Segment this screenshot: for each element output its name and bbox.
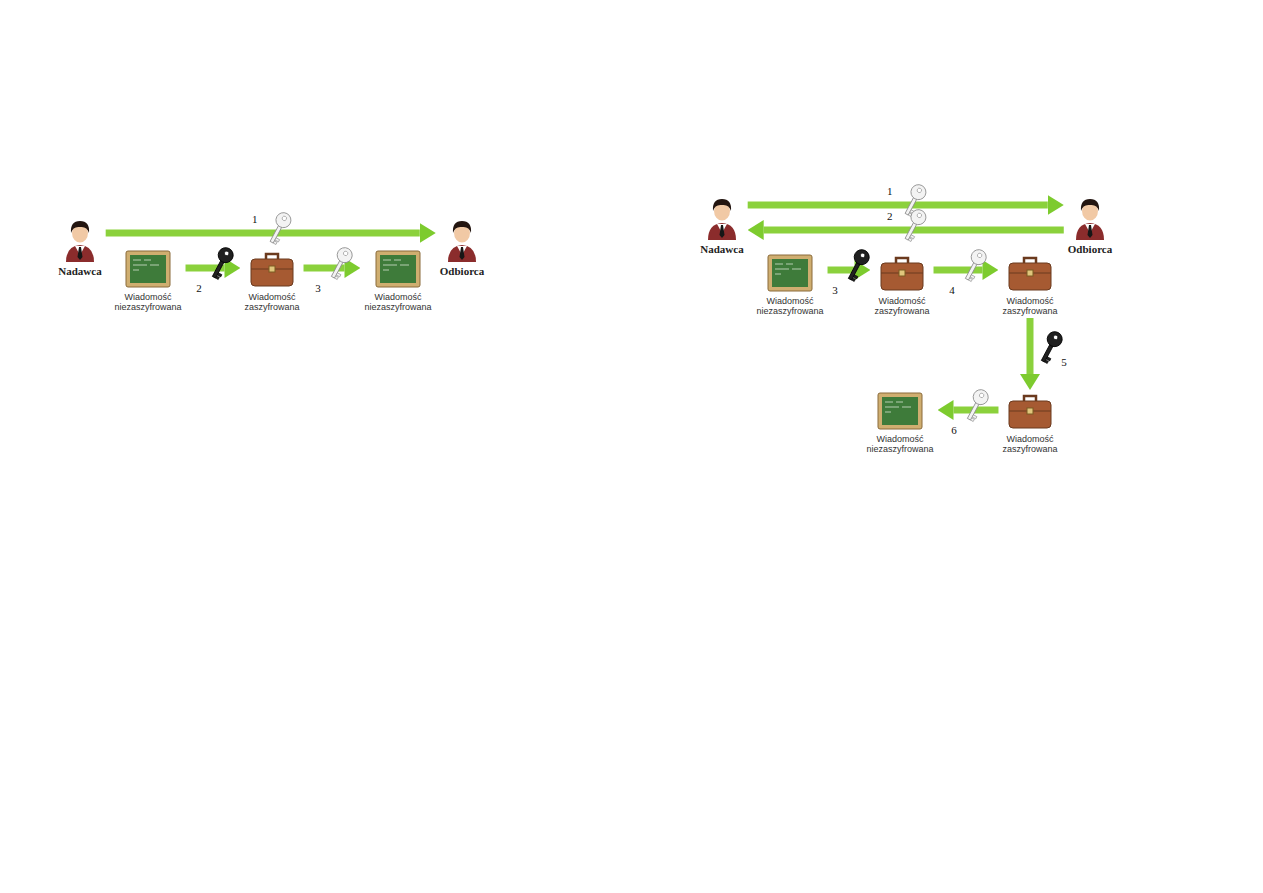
step-number: 1 xyxy=(252,213,258,225)
person-name: Odbiorca xyxy=(1068,243,1112,255)
step-number: 3 xyxy=(832,284,838,296)
step-number: 5 xyxy=(1061,356,1067,368)
message-label: Wiadomość niezaszyfrowana xyxy=(114,292,181,312)
briefcase-icon xyxy=(249,250,295,288)
message-node: Wiadomość zaszyfrowana xyxy=(872,254,931,316)
public-key-icon xyxy=(962,387,991,423)
step-number: 6 xyxy=(951,424,957,436)
briefcase-icon xyxy=(1007,254,1053,292)
message-node: Wiadomość niezaszyfrowana xyxy=(362,250,433,312)
private-key-icon xyxy=(1036,329,1065,365)
message-label: Wiadomość niezaszyfrowana xyxy=(756,296,823,316)
message-board-icon xyxy=(125,250,171,288)
person-node: Nadawca xyxy=(56,218,103,277)
message-label: Wiadomość zaszyfrowana xyxy=(874,296,929,316)
message-label: Wiadomość zaszyfrowana xyxy=(1002,296,1057,316)
person-icon xyxy=(705,196,739,240)
flow-arrow xyxy=(828,267,855,274)
flow-arrow xyxy=(1027,318,1034,374)
briefcase-icon xyxy=(879,254,925,292)
message-label: Wiadomość niezaszyfrowana xyxy=(866,434,933,454)
message-node: Wiadomość zaszyfrowana xyxy=(242,250,301,312)
person-name: Nadawca xyxy=(700,243,743,255)
message-label: Wiadomość zaszyfrowana xyxy=(244,292,299,312)
message-label: Wiadomość zaszyfrowana xyxy=(1002,434,1057,454)
public-key-icon xyxy=(326,245,355,281)
step-number: 4 xyxy=(949,284,955,296)
public-key-icon xyxy=(960,247,989,283)
step-number: 2 xyxy=(887,210,893,222)
person-icon xyxy=(445,218,479,262)
message-board-icon xyxy=(375,250,421,288)
private-key-icon xyxy=(843,247,872,283)
person-icon xyxy=(1073,196,1107,240)
step-number: 2 xyxy=(196,282,202,294)
public-key-icon xyxy=(900,207,929,243)
private-key-icon xyxy=(207,245,236,281)
person-name: Nadawca xyxy=(58,265,101,277)
flow-arrow xyxy=(106,230,420,237)
person-icon xyxy=(63,218,97,262)
message-node: Wiadomość niezaszyfrowana xyxy=(864,392,935,454)
person-node: Odbiorca xyxy=(1066,174,1114,255)
message-node: Wiadomość niezaszyfrowana xyxy=(754,254,825,316)
step-number: 3 xyxy=(315,282,321,294)
message-node: Wiadomość niezaszyfrowana xyxy=(112,250,183,312)
person-node: Odbiorca xyxy=(438,218,486,277)
flow-arrow xyxy=(748,202,1048,209)
message-node: Wiadomość zaszyfrowana xyxy=(1000,392,1059,454)
person-node: Nadawca xyxy=(698,174,745,255)
message-node: Wiadomość zaszyfrowana xyxy=(1000,254,1059,316)
briefcase-icon xyxy=(1007,392,1053,430)
message-label: Wiadomość niezaszyfrowana xyxy=(364,292,431,312)
public-key-icon xyxy=(265,210,294,246)
message-board-icon xyxy=(877,392,923,430)
step-number: 1 xyxy=(887,185,893,197)
person-name: Odbiorca xyxy=(440,265,484,277)
message-board-icon xyxy=(767,254,813,292)
